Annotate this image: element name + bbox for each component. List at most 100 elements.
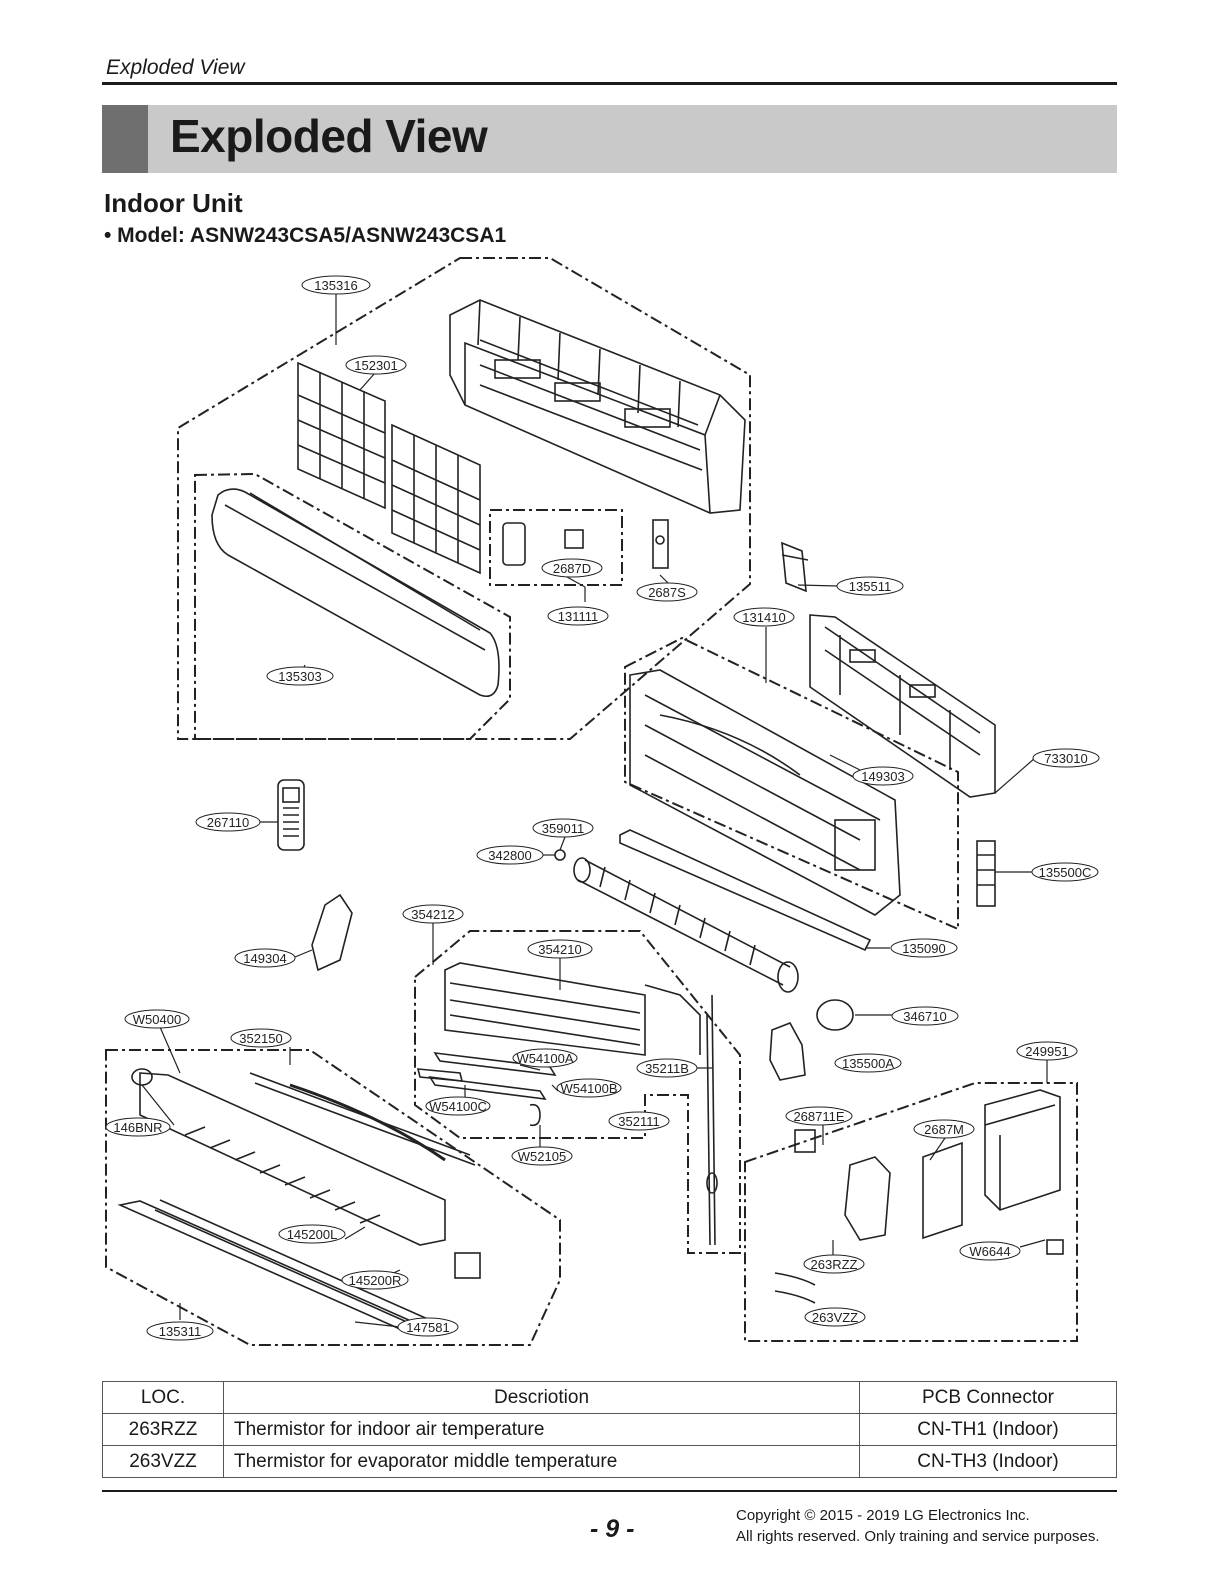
bearing-part: [554, 849, 566, 861]
callout-354210: 354210: [527, 939, 593, 959]
terminal-block-part: [844, 1156, 891, 1241]
group-outline-front-panel: [177, 257, 751, 740]
svg-text:352150: 352150: [239, 1031, 282, 1046]
control-box-part: [984, 1089, 1061, 1211]
callout-35211B: 35211B: [636, 1058, 698, 1078]
group-outline-display: [489, 509, 623, 586]
svg-text:268711E: 268711E: [793, 1109, 844, 1124]
col-header-loc: LOC.: [102, 1381, 224, 1414]
table-row: 263RZZ Thermistor for indoor air tempera…: [102, 1413, 1117, 1446]
motor-holder-part: [769, 1021, 806, 1081]
cross-flow-fan-part: [573, 857, 799, 993]
callout-135090: 135090: [890, 938, 958, 958]
callout-131111: 131111: [547, 606, 609, 626]
svg-text:35211B: 35211B: [645, 1061, 689, 1076]
callout-263RZZ: 263RZZ: [803, 1254, 865, 1274]
copyright: Copyright © 2015 - 2019 LG Electronics I…: [736, 1505, 1100, 1547]
callout-146BNR: 146BNR: [105, 1117, 171, 1137]
callout-2687S: 2687S: [636, 582, 698, 602]
svg-text:147581: 147581: [406, 1320, 449, 1335]
svg-text:149303: 149303: [861, 769, 904, 784]
exploded-view-diagram: 135316 152301 2687D 131111 2687S 135511 …: [105, 257, 1100, 1346]
callout-W54100A: W54100A: [512, 1048, 578, 1068]
display-housing-part: [502, 522, 526, 566]
front-grille-part: [449, 299, 746, 514]
svg-text:149304: 149304: [243, 951, 286, 966]
svg-text:135511: 135511: [849, 579, 891, 594]
callout-149303: 149303: [852, 766, 914, 786]
copyright-line-1: Copyright © 2015 - 2019 LG Electronics I…: [736, 1507, 1030, 1524]
callout-352150: 352150: [230, 1028, 292, 1048]
svg-text:346710: 346710: [903, 1009, 946, 1024]
callout-352111: 352111: [608, 1111, 670, 1131]
svg-text:342800: 342800: [488, 848, 531, 863]
title-accent-block: [102, 105, 148, 173]
display-pcb-part: [564, 529, 584, 549]
group-outline-control-box: [744, 1082, 1078, 1342]
callout-267110: 267110: [195, 812, 261, 832]
svg-text:135303: 135303: [278, 669, 321, 684]
callout-359011: 359011: [532, 818, 594, 838]
sensor-bracket-part: [652, 519, 669, 569]
svg-text:249951: 249951: [1025, 1044, 1068, 1059]
group-outline-chassis: [624, 636, 959, 931]
svg-text:135500C: 135500C: [1039, 865, 1092, 880]
running-head: Exploded View: [106, 56, 245, 79]
thermistor-air-part: [774, 1272, 816, 1286]
svg-text:W54100C: W54100C: [429, 1099, 487, 1114]
svg-text:352111: 352111: [618, 1114, 659, 1129]
svg-text:263VZZ: 263VZZ: [812, 1310, 858, 1325]
chassis-part: [629, 669, 901, 916]
callout-135303: 135303: [266, 666, 334, 686]
svg-text:135500A: 135500A: [842, 1056, 894, 1071]
title-band: Exploded View: [102, 105, 1117, 173]
installation-plate-part: [809, 614, 996, 798]
bracket-135511-part: [781, 541, 809, 593]
drain-strip-b-part: [416, 1068, 464, 1082]
svg-text:2687M: 2687M: [924, 1122, 964, 1137]
group-outline-panel-sub: [194, 472, 511, 740]
callout-W50400: W50400: [124, 1009, 190, 1029]
callout-346710: 346710: [891, 1006, 959, 1026]
cell-description: Thermistor for indoor air temperature: [223, 1413, 860, 1446]
svg-text:135311: 135311: [159, 1324, 201, 1339]
pcb-cover-part: [922, 1141, 963, 1240]
svg-text:W6644: W6644: [969, 1244, 1010, 1259]
callout-135316: 135316: [301, 275, 371, 295]
callout-W52105: W52105: [511, 1146, 573, 1166]
table-row: 263VZZ Thermistor for evaporator middle …: [102, 1445, 1117, 1478]
pcb-part: [794, 1129, 816, 1153]
svg-text:733010: 733010: [1044, 751, 1087, 766]
col-header-description: Descriotion: [223, 1381, 860, 1414]
svg-text:152301: 152301: [354, 358, 397, 373]
svg-text:145200R: 145200R: [349, 1273, 402, 1288]
vane-assembly-part: [117, 1072, 481, 1331]
callout-354212: 354212: [402, 904, 464, 924]
svg-text:146BNR: 146BNR: [113, 1120, 162, 1135]
svg-text:263RZZ: 263RZZ: [811, 1257, 858, 1272]
footer-rule: [102, 1490, 1117, 1492]
svg-text:W54100A: W54100A: [516, 1051, 573, 1066]
callout-labels: 135316 152301 2687D 131111 2687S 135511 …: [105, 275, 1100, 1341]
callout-W6644: W6644: [959, 1241, 1021, 1261]
svg-text:267110: 267110: [207, 815, 249, 830]
connector-part: [1046, 1239, 1064, 1255]
col-header-pcb-connector: PCB Connector: [859, 1381, 1117, 1414]
header-rule: [102, 82, 1117, 85]
svg-text:2687D: 2687D: [553, 561, 591, 576]
svg-text:354210: 354210: [538, 942, 581, 957]
callout-2687D: 2687D: [541, 558, 603, 578]
table-header-row: LOC. Descriotion PCB Connector: [102, 1381, 1117, 1414]
callout-2687M: 2687M: [913, 1119, 975, 1139]
page-number: - 9 -: [590, 1515, 635, 1543]
remote-controller-part: [277, 779, 305, 851]
callout-263VZZ: 263VZZ: [804, 1307, 866, 1327]
callout-W54100C: W54100C: [425, 1096, 491, 1116]
drain-strip-a-part: [433, 1052, 557, 1076]
cell-description: Thermistor for evaporator middle tempera…: [223, 1445, 860, 1478]
air-filter-left-part: [297, 361, 386, 510]
callout-135500C: 135500C: [1031, 862, 1099, 882]
callout-131410: 131410: [733, 607, 795, 627]
piping-holder-part: [311, 893, 353, 972]
callout-145200R: 145200R: [341, 1270, 409, 1290]
